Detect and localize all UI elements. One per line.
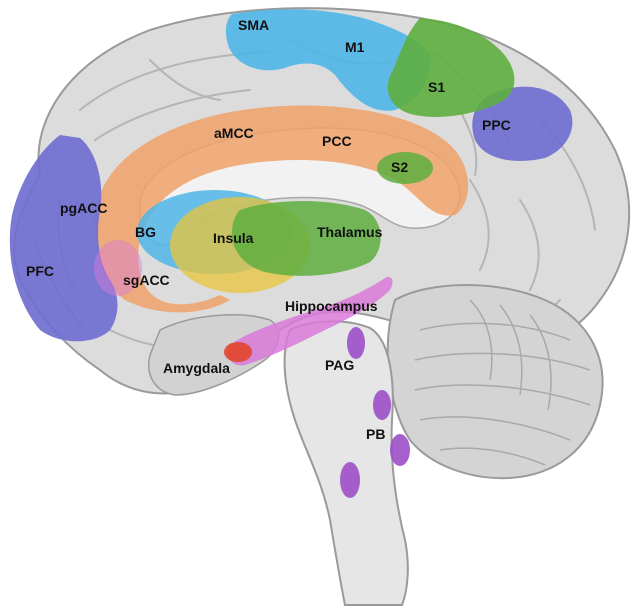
label-amygdala: Amygdala: [163, 360, 230, 376]
sgacc-region: [94, 240, 142, 296]
hippocampus-region: [227, 276, 393, 366]
label-pcc: PCC: [322, 133, 352, 149]
label-pag: PAG: [325, 357, 354, 373]
cerebellum-folia: [414, 299, 591, 466]
cerebellum: [386, 284, 604, 480]
label-m1: M1: [345, 39, 365, 55]
label-insula: Insula: [213, 230, 254, 246]
temporal-lobe: [148, 314, 280, 396]
label-sgacc: sgACC: [123, 272, 170, 288]
label-pgacc: pgACC: [60, 200, 107, 216]
label-hippocampus: Hippocampus: [285, 298, 378, 314]
pag-region-upper: [347, 327, 365, 359]
label-bg: BG: [135, 224, 156, 240]
pb-region: [390, 434, 410, 466]
label-pb: PB: [366, 426, 385, 442]
label-thalamus: Thalamus: [317, 224, 383, 240]
colored-regions: [9, 9, 573, 498]
brainstem: [283, 320, 409, 606]
region-labels: SMA M1 S1 PPC aMCC PCC S2 pgACC BG Insul…: [26, 17, 511, 442]
ppc-region: [472, 86, 573, 161]
label-s1: S1: [428, 79, 445, 95]
s2-region: [377, 152, 433, 184]
label-sma: SMA: [238, 17, 269, 33]
s1-region: [387, 18, 515, 117]
label-pfc: PFC: [26, 263, 54, 279]
sma-m1-region: [225, 9, 431, 111]
cingulate-cortex-region: [94, 105, 469, 313]
label-amcc: aMCC: [214, 125, 254, 141]
thalamus-region: [231, 201, 381, 276]
brainstem-nucleus-region: [340, 462, 360, 498]
label-s2: S2: [391, 159, 408, 175]
pfc-region: [9, 135, 118, 342]
amygdala-region: [224, 342, 252, 362]
pag-region-lower: [373, 390, 391, 420]
label-ppc: PPC: [482, 117, 511, 133]
